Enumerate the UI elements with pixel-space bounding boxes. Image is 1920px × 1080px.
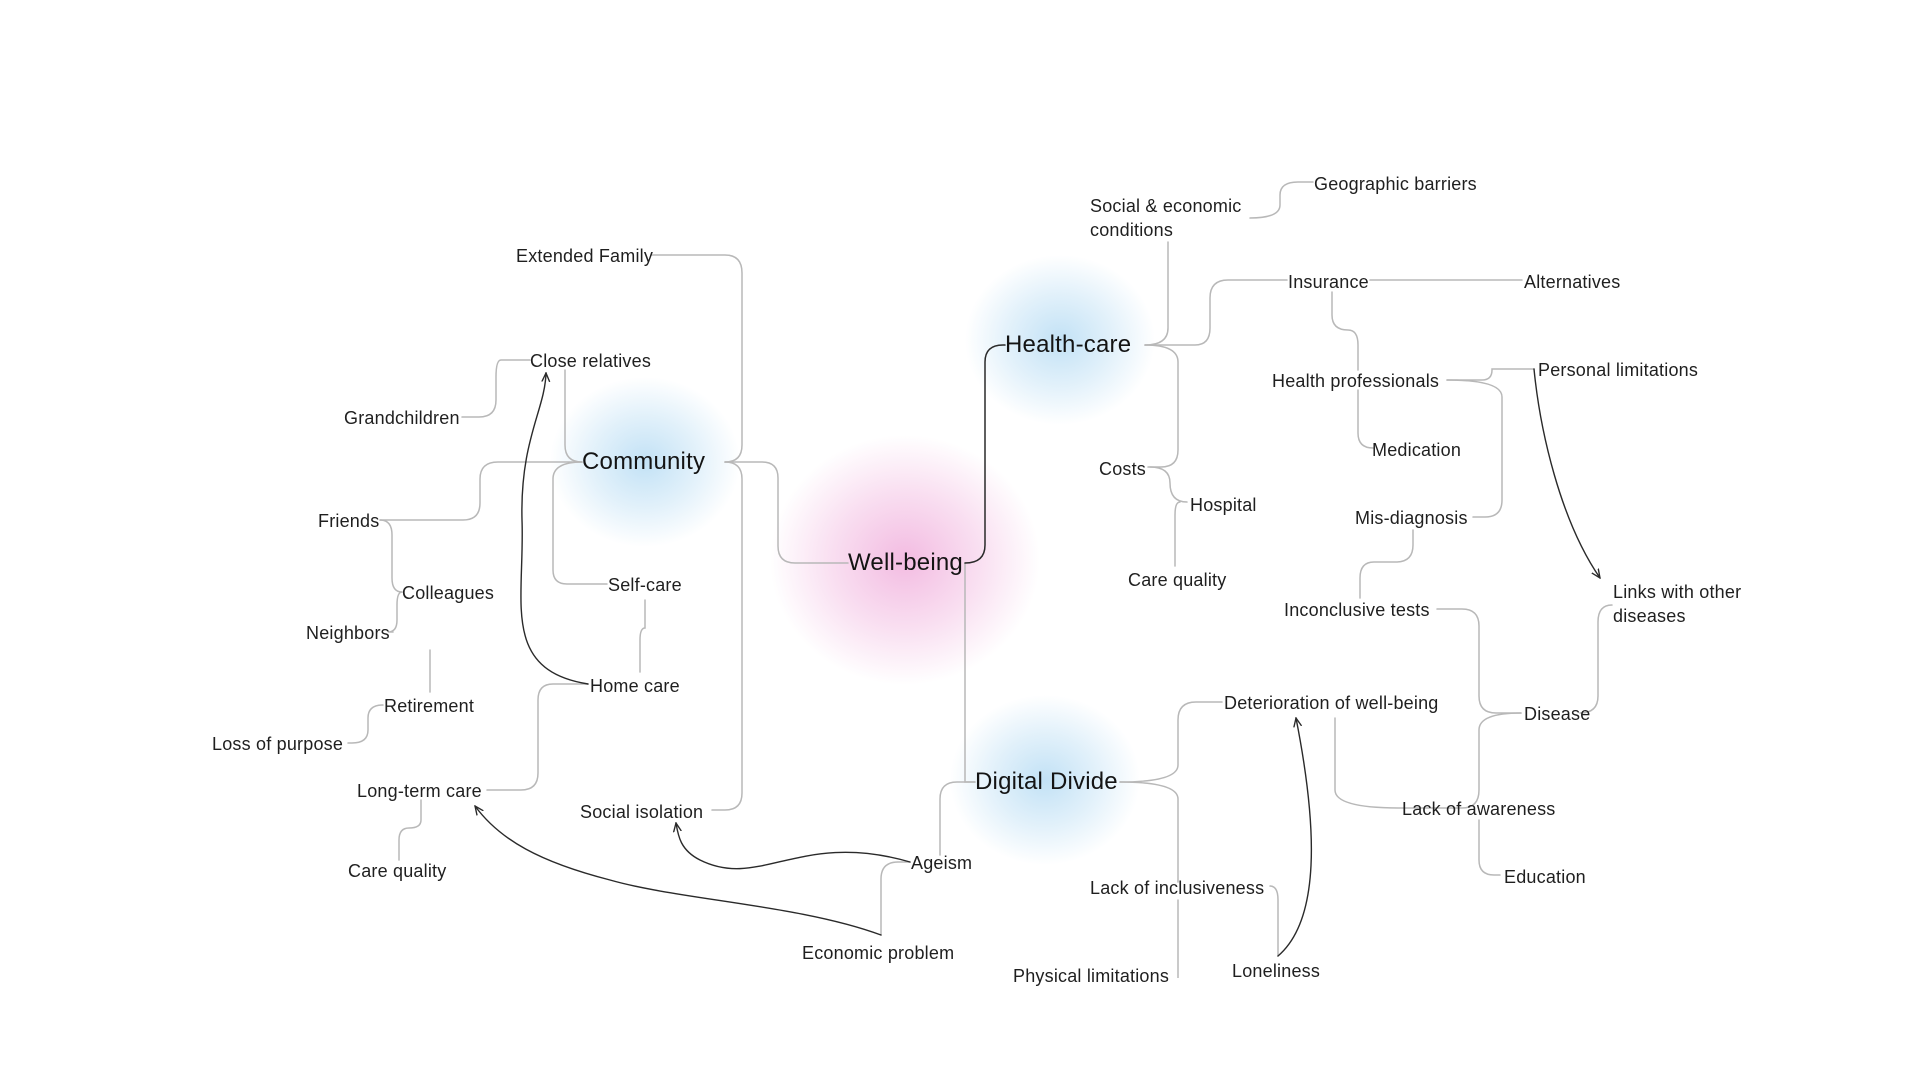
- link-community-extended-family: [651, 254, 743, 463]
- node-colleagues[interactable]: Colleagues: [402, 583, 495, 603]
- node-health-care[interactable]: Health-care: [1005, 331, 1132, 358]
- node-neighbors[interactable]: Neighbors: [306, 623, 390, 643]
- link-awareness-education: [1478, 819, 1501, 876]
- node-geographic-barriers[interactable]: Geographic barriers: [1314, 174, 1477, 194]
- node-costs[interactable]: Costs: [1099, 459, 1147, 479]
- link-close-relatives-grandchildren: [461, 359, 531, 418]
- node-friends[interactable]: Friends: [318, 511, 380, 531]
- link-costs-hospital: [1149, 466, 1188, 503]
- node-loss-of-purpose[interactable]: Loss of purpose: [212, 734, 344, 754]
- node-close-relatives[interactable]: Close relatives: [530, 351, 652, 371]
- link-community-social-isolation: [711, 461, 743, 811]
- healthcare-glow: [965, 255, 1155, 425]
- node-home-care[interactable]: Home care: [590, 676, 680, 696]
- digital-divide-glow: [950, 695, 1140, 865]
- node-digital-divide[interactable]: Digital Divide: [975, 768, 1118, 795]
- link-healthcare-costs: [1144, 344, 1179, 468]
- link-health-professionals-personal: [1446, 368, 1535, 381]
- node-social-economic-conditions[interactable]: Social & economic conditions: [1090, 196, 1242, 240]
- arrow-personal-links: [1533, 368, 1600, 578]
- link-social-economic-geographic: [1249, 181, 1314, 219]
- node-extended-family[interactable]: Extended Family: [516, 246, 654, 266]
- node-care-quality-community[interactable]: Care quality: [348, 861, 447, 881]
- arrow-ageism-socialisolation: [676, 823, 911, 870]
- link-friends-colleagues: [379, 519, 403, 593]
- node-community[interactable]: Community: [582, 448, 706, 475]
- node-lack-of-inclusiveness[interactable]: Lack of inclusiveness: [1090, 878, 1265, 898]
- node-alternatives[interactable]: Alternatives: [1524, 272, 1621, 292]
- node-self-care[interactable]: Self-care: [608, 575, 682, 595]
- node-grandchildren[interactable]: Grandchildren: [344, 408, 460, 428]
- node-deterioration-of-well-being[interactable]: Deterioration of well-being: [1224, 693, 1439, 713]
- arrow-economic-longterm: [475, 806, 882, 936]
- node-medication[interactable]: Medication: [1372, 440, 1462, 460]
- arrow-loneliness-deterioration: [1277, 718, 1313, 957]
- link-digital-ageism: [939, 781, 976, 856]
- link-insurance-health-professionals: [1331, 291, 1359, 371]
- node-education[interactable]: Education: [1504, 867, 1586, 887]
- node-long-term-care[interactable]: Long-term care: [357, 781, 482, 801]
- link-wellbeing-community: [724, 461, 849, 564]
- link-retirement-loss-purpose: [347, 704, 384, 744]
- link-digital-deterioration: [1119, 701, 1223, 783]
- arrow-homecare-closerelatives: [520, 373, 589, 685]
- node-mis-diagnosis[interactable]: Mis-diagnosis: [1355, 508, 1468, 528]
- link-homecare-longterm: [486, 683, 589, 791]
- link-health-professionals-misdiagnosis: [1446, 379, 1503, 518]
- node-care-quality-health[interactable]: Care quality: [1128, 570, 1227, 590]
- link-misdiagnosis-inconclusive: [1359, 529, 1414, 599]
- link-community-friends: [379, 461, 583, 521]
- node-health-professionals[interactable]: Health professionals: [1272, 371, 1440, 391]
- node-insurance[interactable]: Insurance: [1288, 272, 1369, 292]
- link-longterm-carequality: [398, 799, 422, 861]
- link-hospital-carequality: [1174, 501, 1181, 567]
- node-ageism[interactable]: Ageism: [911, 853, 973, 873]
- link-healthcare-insurance: [1144, 279, 1288, 346]
- link-disease-awareness: [1334, 712, 1522, 809]
- node-disease[interactable]: Disease: [1524, 704, 1591, 724]
- node-inconclusive-tests[interactable]: Inconclusive tests: [1284, 600, 1430, 620]
- link-disease-links: [1579, 604, 1613, 714]
- node-lack-of-awareness[interactable]: Lack of awareness: [1402, 799, 1556, 819]
- node-social-isolation[interactable]: Social isolation: [580, 802, 704, 822]
- link-digital-inclusiveness: [1119, 781, 1179, 883]
- node-loneliness[interactable]: Loneliness: [1232, 961, 1321, 981]
- node-links-with-other-diseases[interactable]: Links with other diseases: [1613, 582, 1742, 626]
- link-health-professionals-medication: [1357, 389, 1374, 449]
- wellbeing-glow: [770, 435, 1040, 685]
- link-inconclusive-disease: [1436, 608, 1522, 714]
- link-ageism-economic: [880, 861, 911, 936]
- link-homecare-selfcare: [639, 599, 646, 673]
- link-inclusiveness-loneliness: [1269, 885, 1279, 957]
- node-personal-limitations[interactable]: Personal limitations: [1538, 360, 1699, 380]
- link-wellbeing-healthcare: [964, 344, 1006, 564]
- node-hospital[interactable]: Hospital: [1190, 495, 1257, 515]
- link-community-self-care: [552, 461, 608, 585]
- node-economic-problem[interactable]: Economic problem: [802, 943, 955, 963]
- community-glow: [550, 377, 740, 547]
- node-retirement[interactable]: Retirement: [384, 696, 475, 716]
- link-colleagues-neighbors: [387, 591, 403, 633]
- node-well-being[interactable]: Well-being: [848, 549, 963, 576]
- node-physical-limitations[interactable]: Physical limitations: [1013, 966, 1170, 986]
